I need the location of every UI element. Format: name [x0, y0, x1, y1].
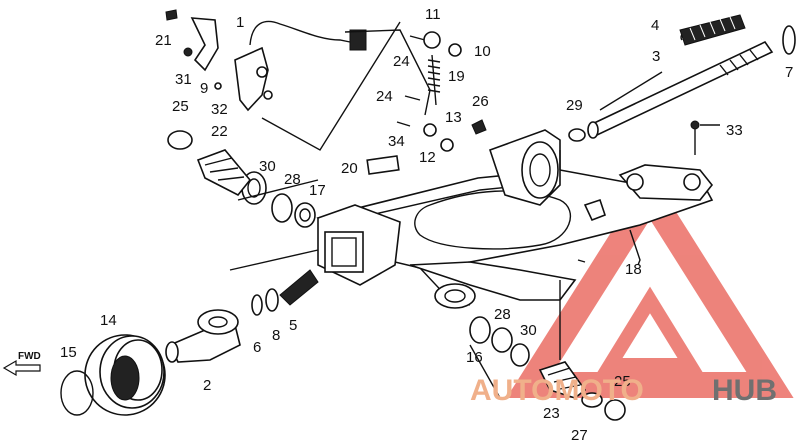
- callout-10: 10: [474, 43, 491, 60]
- callout-14: 14: [100, 312, 117, 329]
- callout-4: 4: [651, 17, 659, 34]
- callout-32: 32: [211, 101, 228, 118]
- callout-26: 26: [472, 93, 489, 110]
- callout-31: 31: [175, 71, 192, 88]
- callout-6: 6: [253, 339, 261, 356]
- speed-sensor-assembly: [190, 17, 367, 112]
- callout-17: 17: [309, 182, 326, 199]
- callout-21: 21: [155, 32, 172, 49]
- callout-numbers: 1 2 3 4 5 6 7 8 9 10 11 12 13 14 15 16 1…: [60, 6, 793, 444]
- oil-seal-ring-7: [782, 25, 796, 55]
- callout-33: 33: [726, 122, 743, 139]
- small-hardware: [165, 9, 700, 155]
- washer-6: [251, 294, 263, 316]
- callout-24-upper: 24: [393, 53, 410, 70]
- callout-18: 18: [625, 261, 642, 278]
- drive-shaft: [587, 40, 774, 139]
- callout-9: 9: [200, 80, 208, 97]
- callout-25-upper: 25: [172, 98, 189, 115]
- callout-8: 8: [272, 327, 280, 344]
- clamp-27: [581, 392, 603, 408]
- rubber-boot-14: [84, 334, 166, 416]
- hose-clamp-25-upper: [167, 130, 193, 150]
- callout-7: 7: [785, 64, 793, 81]
- callout-5: 5: [289, 317, 297, 334]
- dust-boot-23: [538, 361, 587, 399]
- spring-part-5: [279, 269, 319, 306]
- callout-30-lower: 30: [520, 322, 537, 339]
- washer-8: [265, 288, 279, 312]
- circlip-15: [60, 370, 94, 416]
- leader-lines: [229, 21, 720, 399]
- watermark-automoto: AUTOMOTO: [470, 374, 644, 407]
- callout-24-lower: 24: [376, 88, 393, 105]
- callout-16: 16: [466, 349, 483, 366]
- spring-part-4: [679, 14, 746, 46]
- callout-19: 19: [448, 68, 465, 85]
- callout-12: 12: [419, 149, 436, 166]
- swing-arm: [316, 129, 714, 309]
- dust-boot-22: [196, 149, 252, 197]
- callout-28-upper: 28: [284, 171, 301, 188]
- fwd-label: FWD: [18, 351, 41, 362]
- bearing-set-lower: [469, 316, 530, 367]
- callout-28-lower: 28: [494, 306, 511, 323]
- callout-25-lower: 25: [614, 373, 631, 390]
- callout-11: 11: [425, 6, 441, 23]
- watermark-text: AUTOMOTO HUB: [470, 374, 777, 407]
- watermark-hub: HUB: [712, 374, 777, 407]
- watermark-triangle-logo: [506, 170, 794, 398]
- universal-joint: [165, 309, 241, 363]
- callout-3: 3: [652, 48, 660, 65]
- callout-34: 34: [388, 133, 405, 150]
- forward-direction-arrow: FWD: [2, 351, 41, 377]
- callout-1: 1: [236, 14, 244, 31]
- callout-22: 22: [211, 123, 228, 140]
- callout-27: 27: [571, 427, 588, 444]
- callout-13: 13: [445, 109, 462, 126]
- callout-23: 23: [543, 405, 560, 422]
- callout-2: 2: [203, 377, 211, 394]
- callout-15: 15: [60, 344, 77, 361]
- cap-25-lower: [604, 399, 626, 421]
- callout-20: 20: [341, 160, 358, 177]
- callout-29: 29: [566, 97, 583, 114]
- callout-30-upper: 30: [259, 158, 276, 175]
- label-plate-20: [366, 155, 400, 175]
- bearing-set-upper: [241, 171, 316, 228]
